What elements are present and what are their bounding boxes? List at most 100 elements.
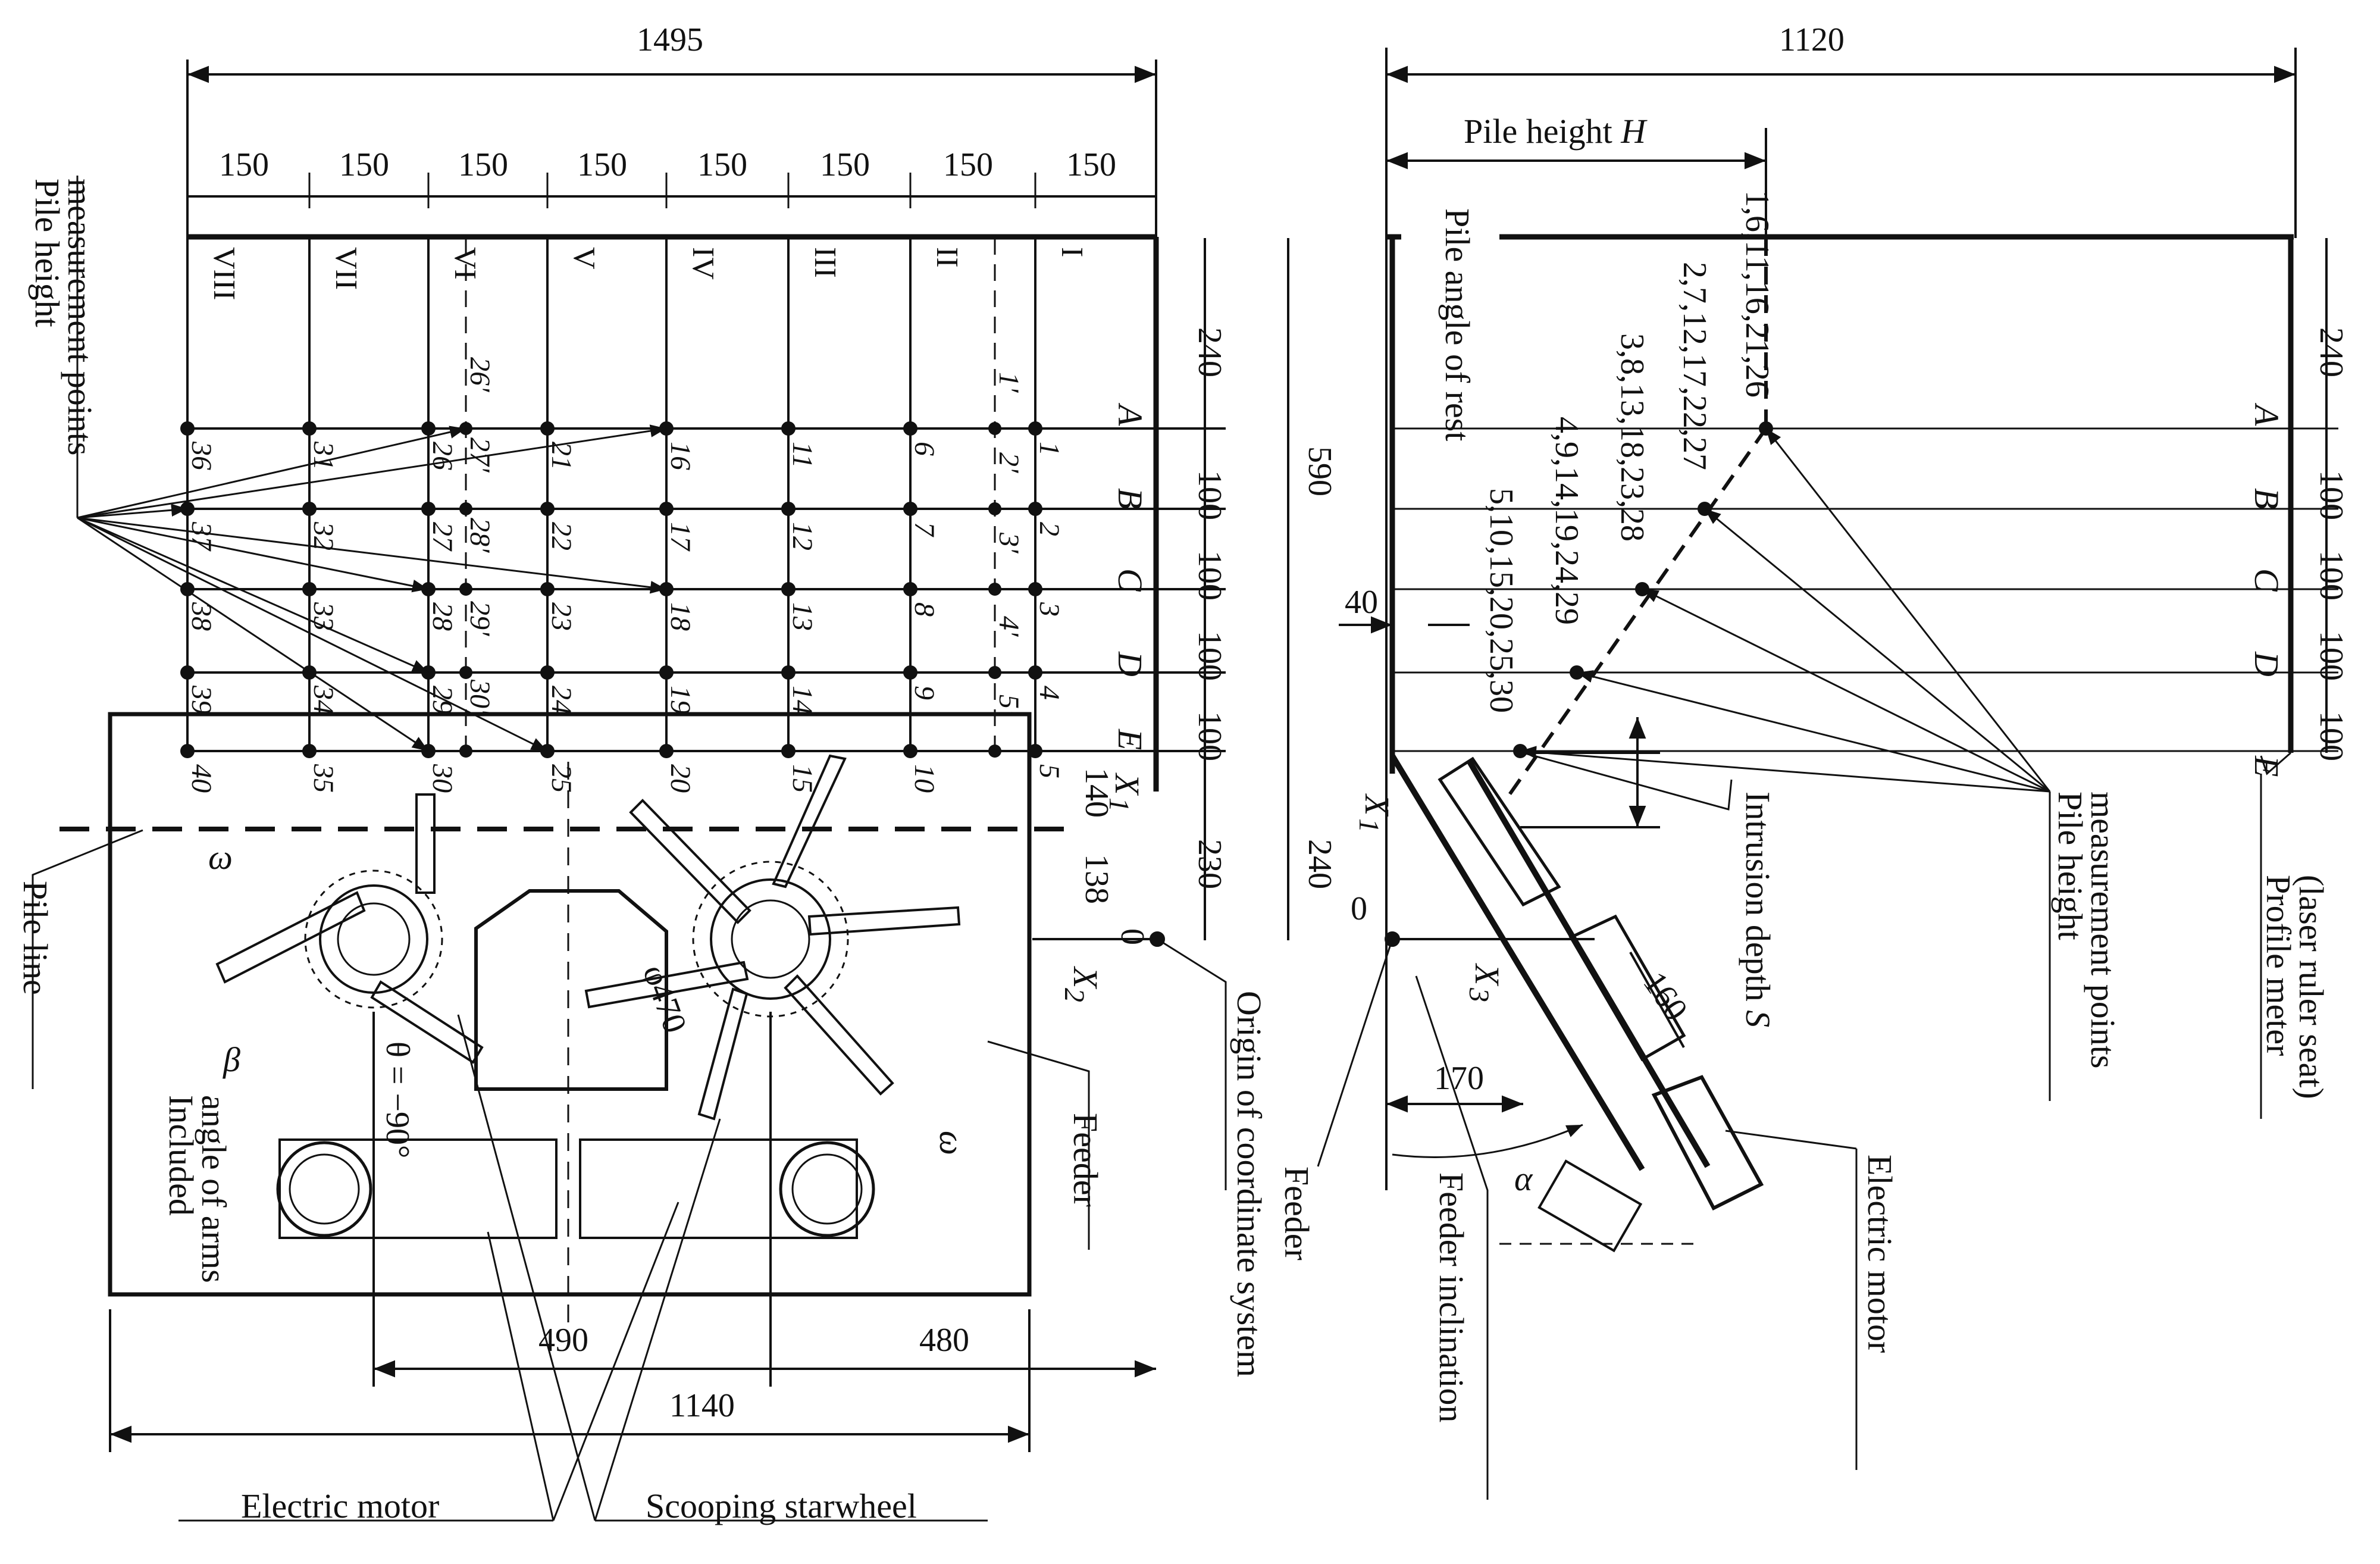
dim-0-r: 0 bbox=[1351, 890, 1367, 927]
leader-fan bbox=[77, 503, 188, 519]
measurement-point bbox=[903, 744, 917, 758]
left-arm-1 bbox=[215, 891, 366, 984]
dim-100: 100 bbox=[1191, 470, 1228, 520]
point-label-primed: 4′ bbox=[993, 616, 1025, 637]
dim-170: 170 bbox=[1434, 1060, 1484, 1097]
side-view bbox=[1287, 48, 2328, 1500]
axis-x1-sub-r: 1 bbox=[1353, 818, 1385, 833]
left-arm-2 bbox=[370, 980, 484, 1064]
label-measurement-points: measurement points bbox=[61, 179, 99, 456]
measurement-point bbox=[1028, 582, 1042, 596]
leader bbox=[1317, 939, 1393, 1167]
leader bbox=[487, 1231, 555, 1521]
point-label-primed: 26′ bbox=[464, 357, 496, 393]
dim-100: 100 bbox=[1191, 711, 1228, 761]
leader-fan bbox=[77, 517, 429, 674]
leader-fan bbox=[77, 426, 466, 519]
measurement-point-primed bbox=[988, 583, 1001, 596]
measurement-point bbox=[781, 744, 796, 758]
section-label: V bbox=[567, 247, 601, 270]
dim-240-r: 240 bbox=[2313, 327, 2350, 377]
left-starwheel-inner bbox=[337, 902, 411, 976]
right-arm-3 bbox=[807, 906, 961, 936]
point-label-primed: 2′ bbox=[993, 452, 1025, 474]
leader-fan bbox=[77, 517, 667, 594]
point-label: 35 bbox=[308, 764, 339, 793]
label-feeder-inclination: Feeder inclination bbox=[1432, 1172, 1471, 1422]
electric-motor-side bbox=[1651, 1075, 1764, 1210]
point-label: 38 bbox=[186, 602, 217, 631]
motor-bracket bbox=[1568, 914, 1686, 1062]
point-label: 15 bbox=[787, 764, 818, 793]
measurement-point bbox=[781, 421, 796, 436]
measurement-point bbox=[1028, 421, 1042, 436]
measurement-point-primed bbox=[459, 583, 472, 596]
section-label: VI bbox=[448, 247, 482, 280]
starwheel-side bbox=[1438, 756, 1561, 907]
leader-fan bbox=[77, 517, 548, 752]
pile-angle-line bbox=[1504, 427, 1768, 802]
section-label: IV bbox=[686, 247, 720, 280]
left-arm-3 bbox=[415, 793, 436, 894]
feeder-frame bbox=[108, 712, 1032, 1297]
point-label: 23 bbox=[546, 602, 577, 631]
dim-150: 150 bbox=[1066, 146, 1116, 183]
leader bbox=[457, 1014, 596, 1521]
label-electric-motor-r: Electric motor bbox=[1861, 1155, 1899, 1353]
measurement-point bbox=[903, 582, 917, 596]
point-label: 13 bbox=[787, 602, 818, 631]
measurement-point bbox=[781, 502, 796, 516]
label-pile-height: Pile height bbox=[28, 179, 67, 327]
dim-100: 100 bbox=[1191, 550, 1228, 600]
dim-150: 150 bbox=[219, 146, 269, 183]
dim-140: 140 bbox=[1078, 768, 1115, 818]
var-H: H bbox=[1620, 112, 1648, 151]
dim-240-l: 240 bbox=[1301, 839, 1338, 889]
right-starwheel-hub bbox=[710, 878, 831, 1000]
row-label: C bbox=[1111, 568, 1150, 592]
label-scooping-starwheel: Scooping starwheel bbox=[646, 1487, 917, 1525]
measurement-point-primed bbox=[988, 666, 1001, 679]
point-label: 14 bbox=[787, 686, 818, 714]
right-arm-1 bbox=[629, 799, 751, 924]
point-label: 18 bbox=[665, 602, 696, 631]
leader-fan bbox=[77, 424, 667, 519]
leader bbox=[1157, 938, 1227, 1190]
point-label: 17 bbox=[665, 522, 696, 552]
measurement-point bbox=[1028, 502, 1042, 516]
dim-150: 150 bbox=[458, 146, 508, 183]
motor-mount bbox=[1537, 1159, 1643, 1253]
point-label: 39 bbox=[186, 685, 217, 714]
measurement-point-primed bbox=[459, 666, 472, 679]
measurement-point bbox=[421, 502, 436, 516]
label-electric-motor: Electric motor bbox=[241, 1487, 439, 1525]
axis-x2-sub: 2 bbox=[1059, 988, 1090, 1002]
side-row-label: D bbox=[2247, 651, 2286, 677]
axis-x2: X bbox=[1066, 966, 1105, 990]
point-label: 12 bbox=[787, 522, 818, 550]
point-label: 7 bbox=[909, 522, 940, 537]
left-motor-housing bbox=[278, 1138, 558, 1239]
side-row-label: A bbox=[2247, 402, 2286, 426]
measurement-point bbox=[180, 665, 195, 680]
measurement-point bbox=[659, 744, 674, 758]
measurement-point bbox=[903, 502, 917, 516]
measurement-point bbox=[540, 582, 555, 596]
leader bbox=[32, 829, 143, 1089]
label-intrusion: Intrusion depth S bbox=[1739, 792, 1777, 1027]
axis-x1: X bbox=[1108, 772, 1147, 796]
axis-x1-sub: 1 bbox=[1103, 797, 1135, 812]
theta-label: θ = −90° bbox=[379, 1041, 416, 1158]
right-motor-inner bbox=[791, 1153, 863, 1225]
side-row-label: E bbox=[2247, 755, 2286, 777]
measurement-point bbox=[781, 582, 796, 596]
measurement-point bbox=[180, 421, 195, 436]
dim-100-r: 100 bbox=[2313, 470, 2350, 520]
alpha-arc bbox=[1392, 1124, 1583, 1158]
point-label: 20 bbox=[665, 764, 696, 793]
row-label: B bbox=[1111, 488, 1150, 509]
point-label: 26 bbox=[427, 442, 458, 470]
point-label: 8 bbox=[909, 602, 940, 617]
dim-150: 150 bbox=[577, 146, 627, 183]
beta-label: β bbox=[223, 1040, 240, 1079]
